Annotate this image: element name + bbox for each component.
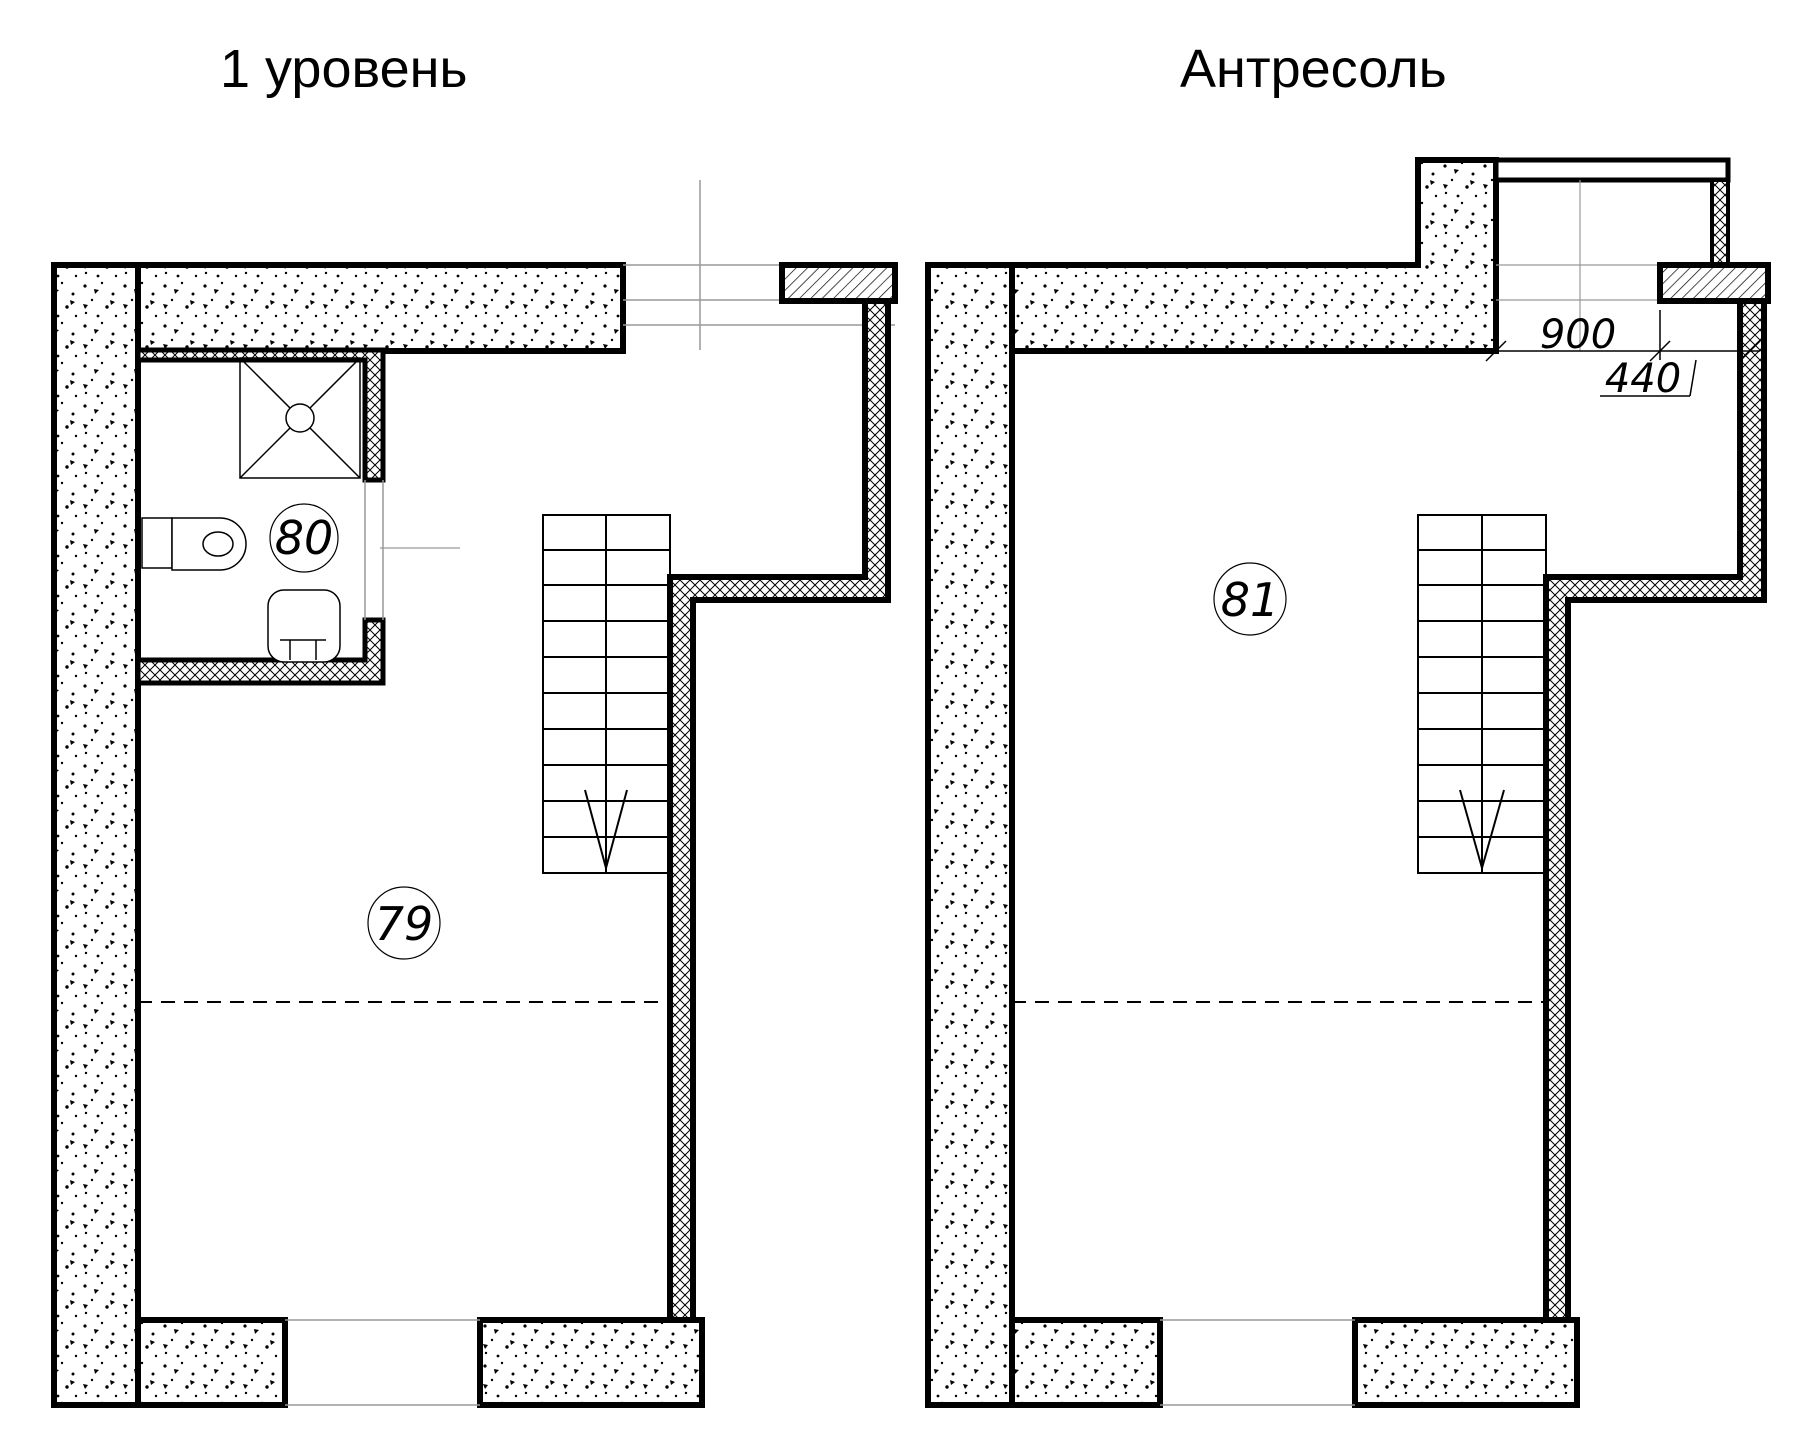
bathroom-wall [135, 347, 386, 686]
bottom-wall-right [477, 1317, 705, 1408]
bottom-wall-left [135, 1317, 288, 1408]
dimension-lines [1485, 310, 1761, 397]
room-label-80: 80 [269, 503, 339, 573]
dimension-440: 440 [1605, 356, 1681, 402]
svg-text:80: 80 [275, 511, 334, 565]
dimension-900: 900 [1540, 312, 1616, 358]
plan-level-1: 80 79 [51, 180, 898, 1408]
room-label-79: 79 [367, 886, 441, 960]
svg-text:79: 79 [375, 897, 434, 951]
plan-title-mezzanine: Антресоль [1180, 39, 1447, 99]
staircase-2 [1417, 514, 1547, 874]
plan-title-level-1: 1 уровень [220, 39, 468, 99]
top-wall [135, 262, 626, 354]
shower-icon [239, 357, 361, 479]
wall-top-right [779, 262, 898, 304]
outer-wall-left-2 [925, 262, 1015, 1408]
room-label-81: 81 [1213, 562, 1287, 636]
bottom-wall-right-2 [1352, 1317, 1580, 1408]
partition-wall-right-2 [1543, 298, 1767, 1323]
niche-frame [1493, 157, 1731, 351]
wall-top-right-2 [1657, 262, 1771, 304]
partition-wall-right [667, 298, 891, 1323]
svg-text:81: 81 [1221, 573, 1280, 627]
bottom-wall-left-2 [1009, 1317, 1163, 1408]
sink-icon [267, 589, 341, 663]
staircase [542, 514, 671, 874]
window-bottom [285, 1319, 480, 1406]
toilet-icon [141, 517, 247, 571]
outer-wall-left [51, 262, 141, 1408]
window-bottom-2 [1160, 1319, 1355, 1406]
top-wall-2 [1009, 157, 1499, 354]
plan-mezzanine: 900 440 81 [925, 157, 1771, 1408]
